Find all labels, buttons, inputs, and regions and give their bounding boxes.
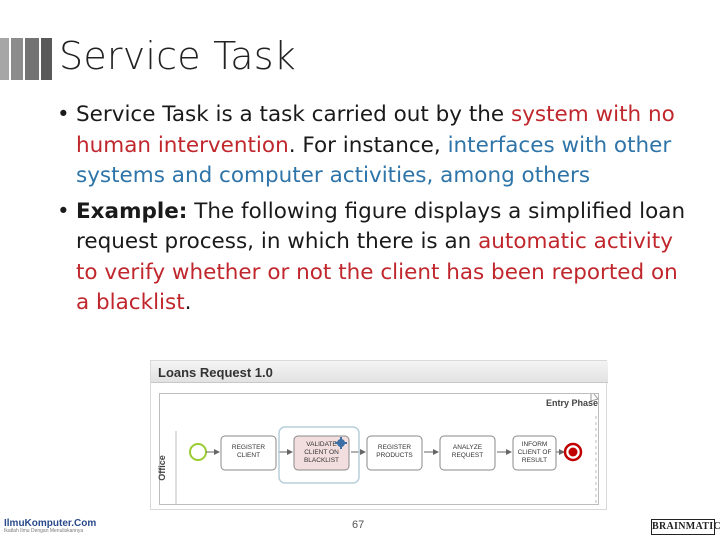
bullet-dot: • xyxy=(57,102,70,127)
svg-text:REGISTER: REGISTER xyxy=(232,444,266,451)
svg-text:RESULT: RESULT xyxy=(522,457,547,464)
start-event-icon xyxy=(189,443,207,461)
figure-title: Loans Request 1.0 xyxy=(158,365,273,380)
svg-text:CLIENT OF: CLIENT OF xyxy=(518,449,552,456)
bpmn-process-figure: Loans Request 1.0 Entry Phase Office REG… xyxy=(150,360,608,510)
svg-text:REQUEST: REQUEST xyxy=(452,452,483,459)
bullet-list: • Service Task is a task carried out by … xyxy=(56,100,696,324)
phase-container xyxy=(159,393,599,505)
svg-text:BLACKLIST: BLACKLIST xyxy=(304,457,339,464)
task-register-client: REGISTER CLIENT xyxy=(220,435,277,471)
ilmukomputer-logo: IlmuKomputer.Com Ikatlah Ilmu Dengan Men… xyxy=(4,518,97,534)
task-analyze-request: ANALYZE REQUEST xyxy=(439,435,496,471)
svg-text:VALIDATE: VALIDATE xyxy=(306,441,337,448)
service-task-validate-client: VALIDATE CLIENT ON BLACKLIST xyxy=(293,435,350,471)
svg-text:CLIENT: CLIENT xyxy=(237,452,260,459)
example-label: Example: xyxy=(76,198,188,224)
slide-title: Service Task xyxy=(59,34,296,78)
phase-label: Entry Phase xyxy=(545,398,598,408)
page-number: 67 xyxy=(352,519,365,531)
svg-text:PRODUCTS: PRODUCTS xyxy=(376,452,413,459)
bullet-item-example: • Example: The following figure displays… xyxy=(57,198,686,316)
svg-text:REGISTER: REGISTER xyxy=(378,444,412,451)
task-inform-client: INFORM CLIENT OF RESULT xyxy=(512,435,557,471)
brainmatics-logo: BRAINMATICS xyxy=(651,519,720,535)
process-diagram: REGISTER CLIENT VALIDATE CLIENT ON BLACK… xyxy=(175,393,599,504)
gear-icon xyxy=(335,437,347,449)
highlight-red-text: system with no human intervention xyxy=(76,102,675,158)
task-register-products: REGISTER PRODUCTS xyxy=(366,435,423,471)
bullet-item-definition: • Service Task is a task carried out by … xyxy=(57,102,675,189)
end-event-icon xyxy=(563,442,583,462)
svg-text:CLIENT ON: CLIENT ON xyxy=(304,449,339,456)
svg-text:ANALYZE: ANALYZE xyxy=(453,444,483,451)
svg-text:INFORM: INFORM xyxy=(522,441,548,448)
highlight-red-text: automatic activity to verify whether or … xyxy=(76,229,678,315)
figure-header: Loans Request 1.0 xyxy=(151,361,608,383)
bullet-dot: • xyxy=(57,198,70,224)
highlight-blue-text: interfaces with other systems and comput… xyxy=(76,132,672,189)
title-decoration-bars xyxy=(0,38,52,80)
